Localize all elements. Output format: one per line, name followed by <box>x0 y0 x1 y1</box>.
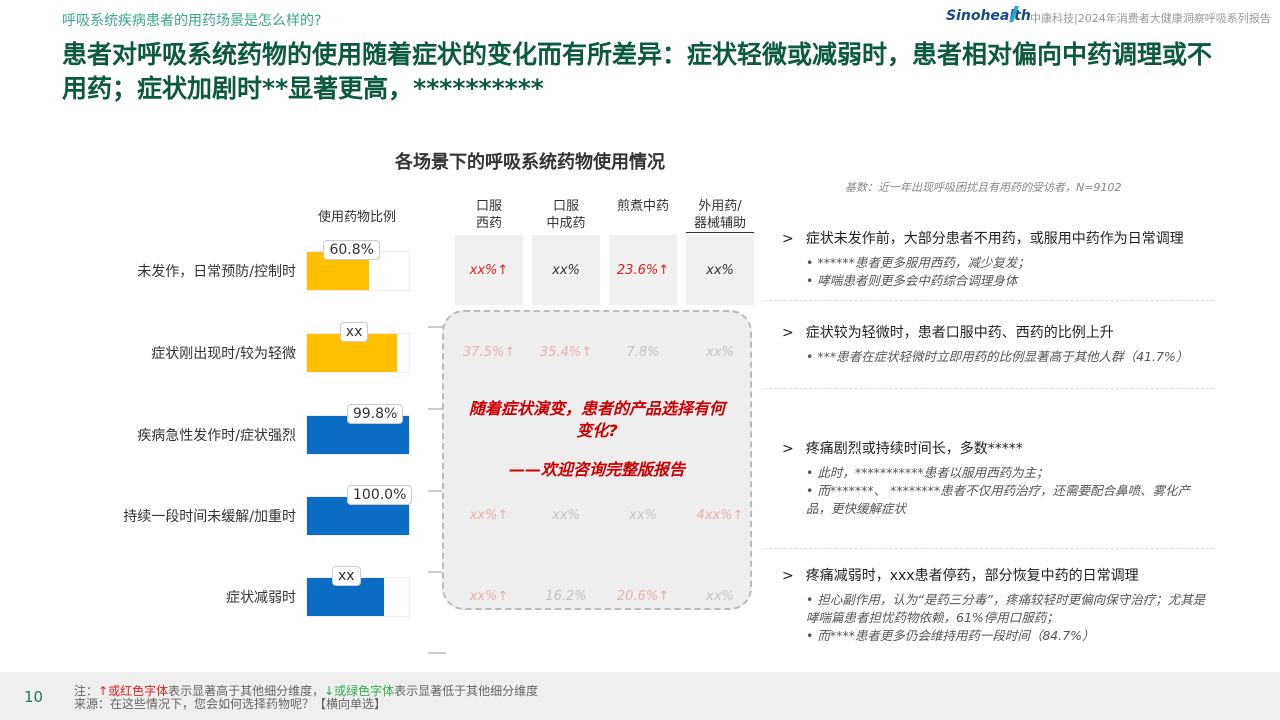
data-cell: 4xx%↑ <box>696 507 744 523</box>
ratio-bar: 60.8% <box>306 240 410 291</box>
data-cell <box>455 399 523 469</box>
footnote: 注：↑或红色字体表示显著高于其他细分维度，↓或绿色字体表示显著低于其他细分维度 <box>74 682 538 699</box>
arrow-icon <box>428 490 446 492</box>
row-label: 症状减弱时 <box>226 590 296 606</box>
ratio-bar: 99.8% <box>306 404 410 455</box>
column-header: 口服 西药 <box>475 199 502 231</box>
data-cell: xx% <box>629 507 657 523</box>
column-header: 外用药/ 器械辅助 <box>686 198 754 233</box>
insight-heading: 疼痛减弱时，xxx患者停药，部分恢复中药的日常调理 <box>805 568 1139 584</box>
arrow-icon <box>428 652 446 654</box>
chevron-right-icon: > <box>782 568 794 584</box>
insight-block: > 疼痛减弱时，xxx患者停药，部分恢复中药的日常调理 • 担心副作用，认为“是药三… <box>782 565 1212 645</box>
insight-block: > 疼痛剧烈或持续时间长，多数***** • 此时，***********患者以服用… <box>782 438 1212 518</box>
paywall-overlay[interactable]: 随着症状演变，患者的产品选择有何变化? ——欢迎咨询完整版报告 <box>442 310 752 610</box>
row-label: 症状刚出现时/较为轻微 <box>151 346 296 362</box>
row-label: 未发作，日常预防/控制时 <box>137 264 296 280</box>
insight-block: > 症状未发作前，大部分患者不用药，或服用中药作为日常调理 • ******患者更多… <box>782 228 1212 290</box>
ratio-bubble: xx <box>339 322 369 342</box>
up-legend: ↑或红色字体 <box>98 684 169 698</box>
arrow-icon <box>428 571 446 573</box>
arrow-icon <box>428 326 446 328</box>
data-cell: xx% <box>706 344 734 360</box>
ratio-bubble: 99.8% <box>346 404 404 424</box>
data-cell <box>686 399 754 469</box>
ratio-bubble: 100.0% <box>347 485 413 505</box>
column-header: 口服 中成药 <box>546 199 586 231</box>
page-title: 患者对呼吸系统药物的使用随着症状的变化而有所差异：症状轻微或减弱时，患者相对偏向… <box>62 40 1213 103</box>
data-cell: xx% <box>552 507 580 523</box>
chevron-right-icon: > <box>782 231 794 247</box>
insight-bullet: • 担心副作用，认为“是药三分毒”，疼痛较轻时更偏向保守治疗；尤其是哮喘篇患者担… <box>806 592 1206 625</box>
divider <box>764 548 1214 549</box>
insight-bullet: • ******患者更多服用西药，减少复发； <box>806 255 1030 270</box>
ratio-bubble: 60.8% <box>323 240 380 260</box>
data-cell: 37.5%↑ <box>462 344 516 360</box>
data-cell: 35.4%↑ <box>539 344 593 360</box>
data-cell <box>532 399 600 469</box>
data-cell <box>609 399 677 469</box>
data-cell: xx%↑ <box>469 588 509 604</box>
insight-bullet: • 哮喘患者则更多会中药综合调理身体 <box>806 273 1018 288</box>
data-cell: 7.8% <box>626 344 660 360</box>
page-number: 10 <box>24 688 44 706</box>
brand-logo: Sinohealth <box>946 8 1031 24</box>
footer <box>0 672 1280 720</box>
ratio-bar: xx <box>306 566 410 617</box>
overlay-question: 随着症状演变，患者的产品选择有何变化? <box>468 399 725 440</box>
note-prefix: 注： <box>74 684 99 698</box>
ratio-bubble: xx <box>332 566 361 586</box>
insight-bullet: • 而****患者更多仍会维持用药一段时间（84.7%） <box>806 628 1095 643</box>
insight-heading: 症状未发作前，大部分患者不用药，或服用中药作为日常调理 <box>805 231 1184 247</box>
chart-title: 各场景下的呼吸系统药物使用情况 <box>395 152 665 173</box>
data-cell: xx% <box>706 588 734 604</box>
down-desc: 表示显著低于其他细分维度 <box>394 684 539 698</box>
row-label: 持续一段时间未缓解/加重时 <box>123 509 296 525</box>
ratio-header: 使用药物比例 <box>318 210 397 225</box>
column-header: 煎煮中药 <box>616 199 669 214</box>
down-legend: ↓或绿色字体 <box>324 684 395 698</box>
row-label: 疾病急性发作时/症状强烈 <box>137 428 296 444</box>
section-topic: 呼吸系统疾病患者的用药场景是怎么样的? <box>62 13 322 29</box>
insight-bullet: • 此时，***********患者以服用西药为主； <box>806 465 1049 480</box>
insight-block: > 症状较为轻微时，患者口服中药、西药的比例上升 • ***患者在症状轻微时立即用药… <box>782 322 1212 366</box>
data-cell: 23.6%↑ <box>609 235 677 305</box>
chevron-right-icon: > <box>782 441 794 457</box>
base-note: 基数：近一年出现呼吸困扰且有用药的受访者，N=9102 <box>845 181 1122 194</box>
source-note: 来源：在这些情况下，您会如何选择药物呢？【横向单选】 <box>74 697 387 711</box>
divider <box>764 300 1214 301</box>
data-cell: xx%↑ <box>455 235 523 305</box>
report-name: 中康科技|2024年消费者大健康洞察呼吸系列报告 <box>1030 12 1271 25</box>
divider <box>764 388 1214 389</box>
data-cell: xx%↑ <box>469 507 509 523</box>
arrow-icon <box>428 408 446 410</box>
ratio-bar: 100.0% <box>306 485 413 536</box>
data-cell: 16.2% <box>545 588 587 604</box>
insight-bullet: • 而*******、 ********患者不仅用药治疗，还需要配合鼻喷、雾化产… <box>806 483 1191 516</box>
data-cell: xx% <box>686 235 754 305</box>
data-cell: xx% <box>532 235 600 305</box>
overlay-cta[interactable]: ——欢迎咨询完整版报告 <box>508 460 685 479</box>
insight-heading: 疼痛剧烈或持续时间长，多数***** <box>805 441 1023 457</box>
data-cell: 20.6%↑ <box>616 588 670 604</box>
up-desc: 表示显著高于其他细分维度， <box>168 684 325 698</box>
ratio-bar: xx <box>306 322 410 373</box>
chevron-right-icon: > <box>782 325 794 341</box>
insight-bullet: • ***患者在症状轻微时立即用药的比例显著高于其他人群（41.7%） <box>806 349 1189 364</box>
insight-heading: 症状较为轻微时，患者口服中药、西药的比例上升 <box>805 325 1114 341</box>
